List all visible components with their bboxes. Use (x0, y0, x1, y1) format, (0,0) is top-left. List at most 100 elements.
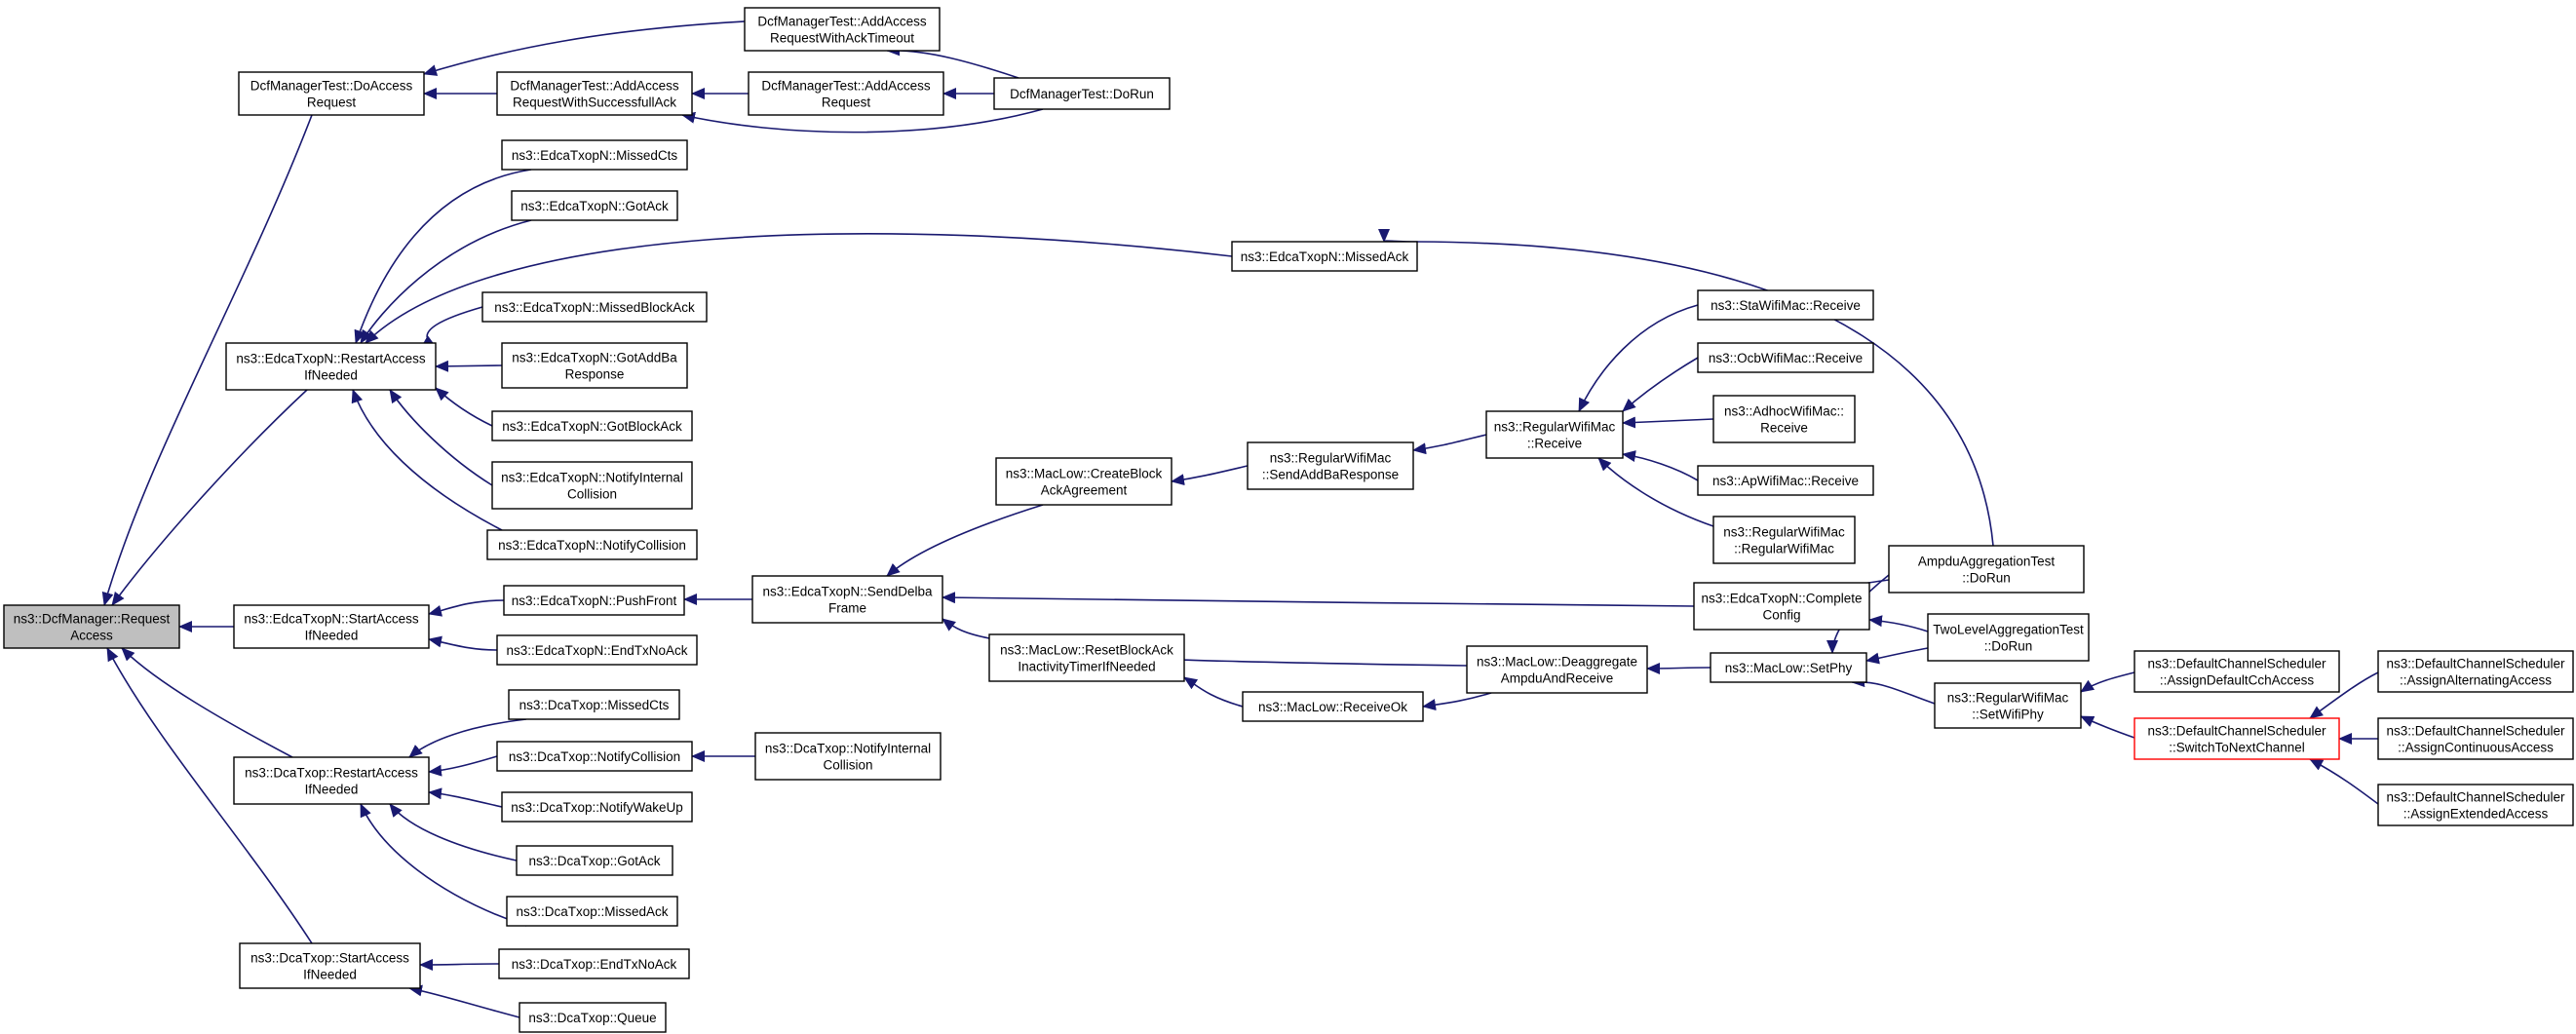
graph-node-n32[interactable]: ns3::MacLow::SetPhy (1710, 652, 1867, 683)
node-label-line: ns3::MacLow::CreateBlock (1006, 467, 1163, 481)
node-label-line: ::AssignAlternatingAccess (2400, 673, 2552, 688)
edge-n15-to-n17 (1578, 304, 1699, 412)
node-box (1697, 342, 1874, 373)
node-label-line: ::AssignExtendedAccess (2403, 807, 2549, 822)
edge-n14-to-n9 (351, 389, 503, 531)
edge-n33-to-n35 (2080, 671, 2135, 693)
node-label-line: ns3::EdcaTxopN::EndTxNoAck (506, 643, 687, 658)
node-box (1934, 682, 2082, 729)
edge-n8-to-n9 (365, 233, 1233, 344)
node-label-line: ns3::DcaTxop::StartAccess (250, 951, 409, 966)
edge-n29-to-n24 (428, 635, 498, 651)
node-label-line: Request (307, 96, 357, 110)
node-box (519, 1002, 667, 1033)
graph-node-n7[interactable]: ns3::EdcaTxopN::GotAck (511, 190, 678, 221)
graph-node-n6[interactable]: ns3::EdcaTxopN::MissedCts (501, 139, 688, 171)
graph-node-n10[interactable]: ns3::EdcaTxopN::MissedBlockAck (481, 291, 708, 323)
edge-n25-to-n24 (428, 599, 505, 617)
node-label-line: ns3::EdcaTxopN::GotBlockAck (502, 419, 682, 434)
node-box (2134, 717, 2340, 760)
edge-n35-to-n32 (1851, 675, 1936, 705)
edge-n34-to-n37 (2309, 671, 2379, 719)
graph-node-n15[interactable]: ns3::StaWifiMac::Receive (1697, 289, 1874, 321)
node-label-line: ::SwitchToNextChannel (2169, 741, 2305, 755)
graph-node-n5[interactable]: DcfManagerTest::DoRun (993, 77, 1171, 110)
graph-node-n38[interactable]: ns3::DefaultChannelScheduler::AssignCont… (2377, 717, 2574, 760)
node-box (1485, 410, 1624, 459)
node-label-line: ns3::EdcaTxopN::NotifyInternal (501, 471, 683, 485)
node-label-line: ns3::RegularWifiMac (1270, 451, 1392, 466)
graph-node-n44[interactable]: ns3::DcaTxop::NotifyWakeUp (501, 791, 693, 823)
node-label-line: ns3::OcbWifiMac::Receive (1709, 351, 1863, 365)
node-label-line: Response (565, 367, 625, 382)
node-label-line: ns3::DcaTxop::NotifyWakeUp (511, 800, 683, 815)
node-label-line: ns3::MacLow::SetPhy (1725, 661, 1853, 675)
graph-node-n29[interactable]: ns3::EdcaTxopN::EndTxNoAck (496, 634, 698, 666)
graph-node-n37[interactable]: ns3::DefaultChannelScheduler::SwitchToNe… (2134, 717, 2340, 760)
node-box (2377, 717, 2574, 760)
graph-node-n23[interactable]: AmpduAggregationTest::DoRun (1888, 545, 2085, 594)
graph-node-n17[interactable]: ns3::RegularWifiMac::Receive (1485, 410, 1624, 459)
graph-node-n21[interactable]: ns3::ApWifiMac::Receive (1697, 465, 1874, 496)
edge-n11-to-n9 (435, 360, 503, 372)
graph-node-n2[interactable]: DcfManagerTest::AddAccessRequestWithAckT… (744, 7, 941, 52)
graph-node-n19[interactable]: ns3::RegularWifiMac::SendAddBaResponse (1247, 441, 1414, 490)
node-label-line: InactivityTimerIfNeeded (1018, 660, 1155, 674)
edge-n40-to-n0 (121, 647, 293, 758)
node-label-line: RequestWithAckTimeout (770, 31, 914, 46)
graph-node-n35[interactable]: ns3::RegularWifiMac::SetWifiPhy (1934, 682, 2082, 729)
graph-node-n39[interactable]: ns3::DcaTxop::MissedCts (508, 689, 680, 720)
node-label-line: ::RegularWifiMac (1734, 542, 1834, 556)
graph-node-n25[interactable]: ns3::EdcaTxopN::PushFront (503, 585, 685, 616)
node-box (496, 741, 693, 772)
graph-node-n14[interactable]: ns3::EdcaTxopN::NotifyCollision (486, 529, 698, 560)
node-box (1927, 613, 2090, 662)
graph-node-n12[interactable]: ns3::EdcaTxopN::GotBlockAck (491, 410, 693, 441)
graph-node-n3[interactable]: DcfManagerTest::AddAccessRequestWithSucc… (496, 71, 693, 116)
graph-node-n28[interactable]: TwoLevelAggregationTest::DoRun (1927, 613, 2090, 662)
graph-node-n43[interactable]: ns3::DefaultChannelScheduler::AssignExte… (2377, 784, 2574, 826)
node-label-line: ns3::DefaultChannelScheduler (2147, 724, 2326, 739)
graph-node-n8[interactable]: ns3::EdcaTxopN::MissedAck (1231, 241, 1418, 272)
graph-node-n30[interactable]: ns3::MacLow::ResetBlockAckInactivityTime… (988, 633, 1185, 682)
graph-node-n34[interactable]: ns3::DefaultChannelScheduler::AssignAlte… (2377, 650, 2574, 693)
graph-node-n45[interactable]: ns3::DcaTxop::GotAck (516, 845, 673, 876)
edge-n22-to-n17 (1597, 457, 1714, 527)
node-box (516, 845, 673, 876)
edge-n41-to-n40 (428, 755, 498, 777)
node-box (486, 529, 698, 560)
node-box (744, 7, 941, 52)
graph-node-n49[interactable]: ns3::DcaTxop::Queue (519, 1002, 667, 1033)
graph-node-n36[interactable]: ns3::MacLow::ReceiveOk (1242, 691, 1424, 722)
graph-node-n48[interactable]: ns3::DcaTxop::EndTxNoAck (498, 948, 690, 979)
node-label-line: ns3::EdcaTxopN::RestartAccess (236, 352, 426, 366)
graph-node-n16[interactable]: ns3::OcbWifiMac::Receive (1697, 342, 1874, 373)
node-box (1466, 645, 1648, 694)
node-box (1693, 582, 1870, 631)
graph-node-n33[interactable]: ns3::DefaultChannelScheduler::AssignDefa… (2134, 650, 2340, 693)
graph-node-n18[interactable]: ns3::AdhocWifiMac::Receive (1712, 395, 1856, 443)
graph-node-n41[interactable]: ns3::DcaTxop::NotifyCollision (496, 741, 693, 772)
graph-node-n22[interactable]: ns3::RegularWifiMac::RegularWifiMac (1712, 516, 1856, 564)
graph-node-n46[interactable]: ns3::DcaTxop::MissedAck (506, 896, 678, 927)
edge-n49-to-n47 (408, 984, 520, 1018)
edge-n1-to-n0 (101, 114, 313, 606)
edge-n39-to-n40 (408, 718, 527, 758)
edge-n6-to-n9 (354, 169, 532, 344)
